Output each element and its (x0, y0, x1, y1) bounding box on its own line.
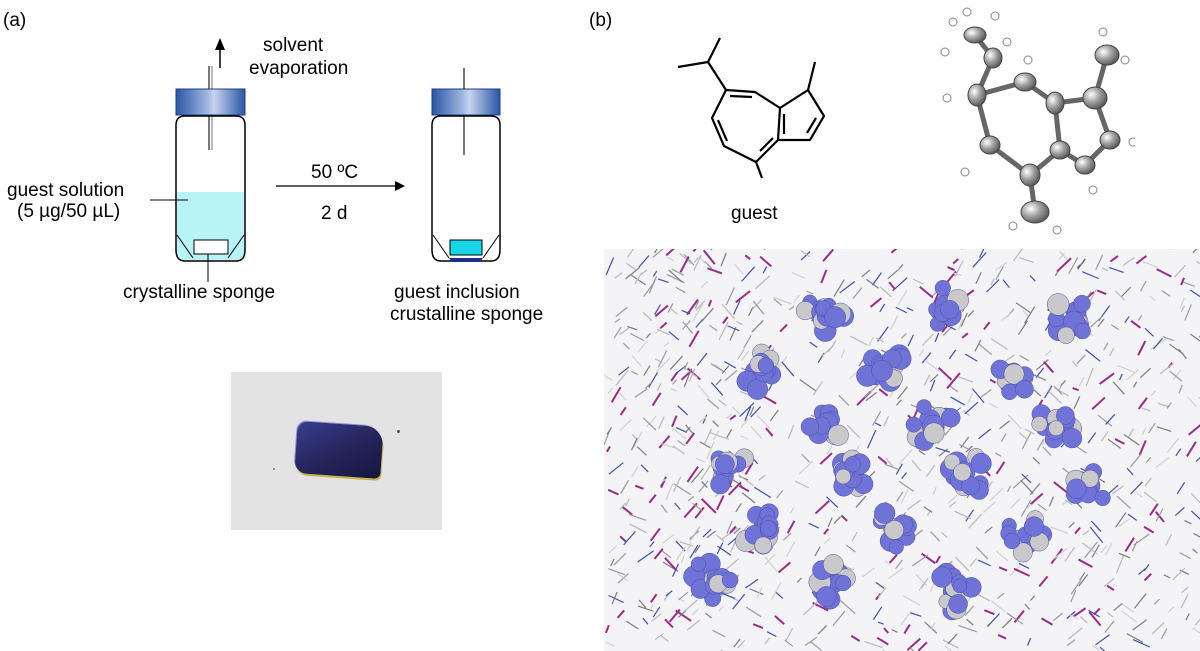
guest-solution-amount: (5 µg/50 µL) (17, 201, 121, 222)
evaporation-label-line1: solvent (263, 35, 324, 56)
packing-view (604, 249, 1200, 651)
guest-skeletal-structure (677, 37, 826, 179)
packing-render (604, 249, 1200, 651)
result-label-line1: guest inclusion (394, 282, 520, 303)
guest-solution-label: guest solution (7, 180, 125, 201)
result-label-line2: crustalline sponge (390, 304, 544, 325)
panel-a-label: (a) (3, 10, 27, 31)
vial-after (431, 68, 501, 262)
panel-b-label: (b) (589, 10, 613, 31)
crystal-photo (231, 372, 442, 530)
guest-label: guest (731, 203, 778, 224)
vial-scheme (150, 38, 501, 282)
vial-before (150, 38, 246, 282)
crystalline-sponge-label: crystalline sponge (123, 282, 276, 303)
condition-temperature: 50 ºC (311, 162, 359, 183)
condition-time: 2 d (321, 203, 348, 224)
crystal-image (294, 421, 384, 479)
guest-ortep-structure (940, 7, 1135, 235)
evaporation-label-line2: evaporation (249, 58, 349, 79)
